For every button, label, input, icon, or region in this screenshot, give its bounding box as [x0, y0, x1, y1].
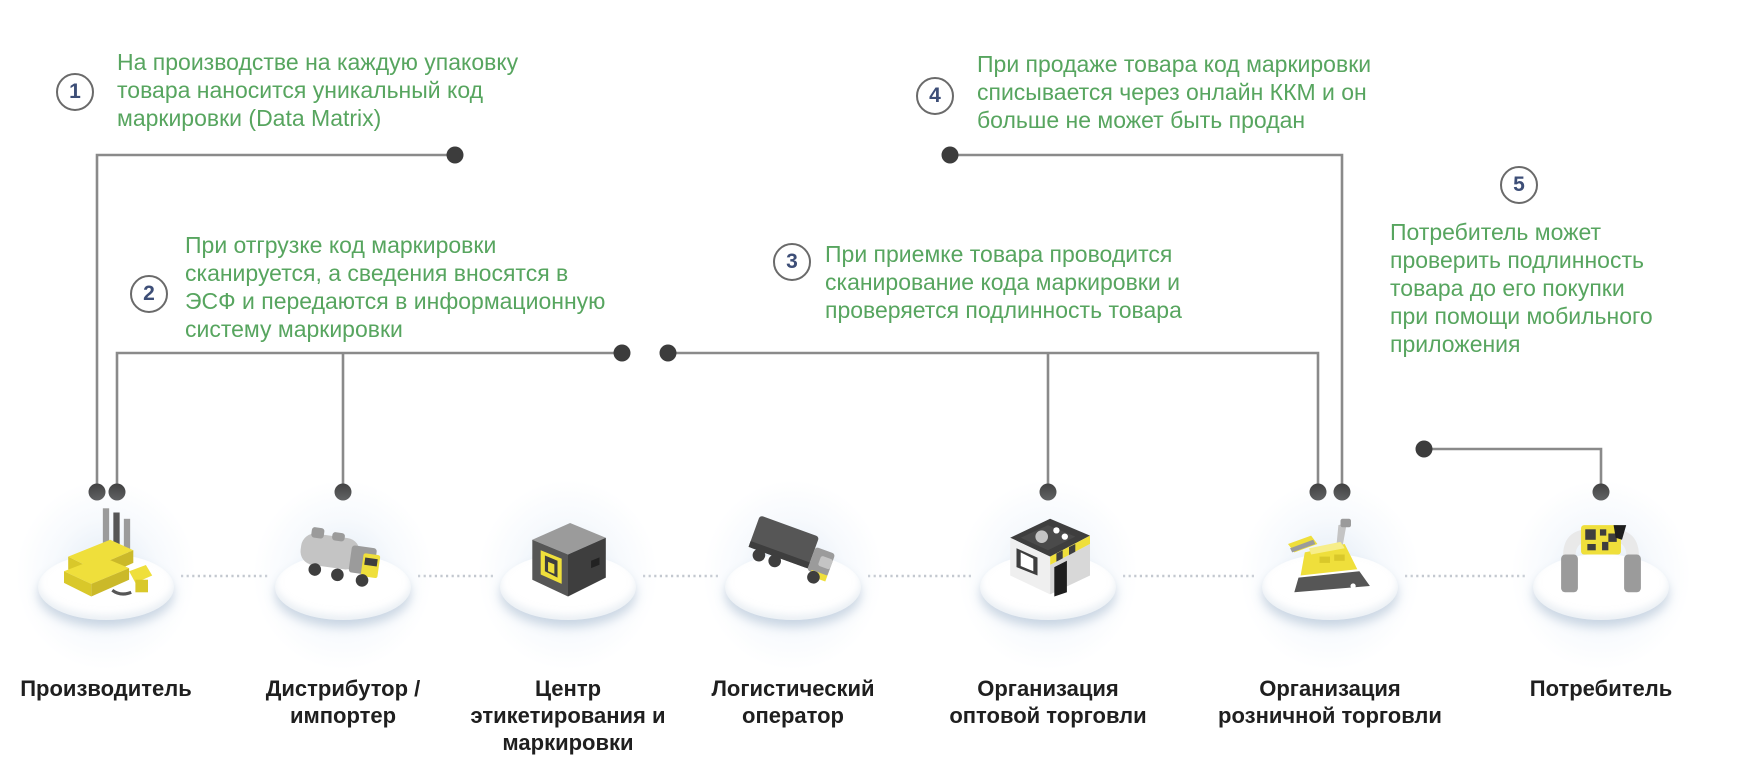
scanner-icon	[1561, 525, 1641, 593]
entity-label: Логистический оператор	[711, 676, 875, 728]
labeled-box-icon	[532, 523, 606, 597]
entity-label: Организация оптовой торговли	[949, 676, 1147, 728]
step-2-line: систему маркировки	[185, 316, 403, 342]
entity-logistics-operator: Логистический оператор	[683, 470, 903, 730]
step-4-connector	[950, 153, 1344, 492]
step-3-connector	[668, 351, 1320, 492]
entity-label: Дистрибутор / импортер	[265, 676, 421, 728]
step-2-number: 2	[143, 282, 155, 305]
step-5-badge: 5	[1500, 166, 1538, 204]
icon-platform	[1533, 554, 1669, 620]
step-3-line: проверяется подлинность товара	[825, 297, 1182, 323]
step-4-number: 4	[929, 84, 941, 107]
step-2-annotation: При отгрузке код маркировки сканируется,…	[185, 231, 605, 343]
entity-wholesale: Организация оптовой торговли	[938, 470, 1158, 730]
step-5-line: товара до его покупки	[1390, 275, 1625, 301]
step-1-badge: 1	[56, 73, 94, 111]
step-3-number: 3	[786, 250, 798, 273]
step-4-line: больше не может быть продан	[977, 107, 1306, 133]
distributor-truck-icon	[300, 527, 381, 587]
icon-platform	[725, 554, 861, 620]
step-5-line: проверить подлинность	[1390, 247, 1644, 273]
step-5-line: Потребитель может	[1390, 219, 1602, 245]
step-3-line: При приемке товара проводится	[825, 241, 1173, 267]
step-1-annotation: На производстве на каждую упаковку товар…	[117, 48, 518, 132]
entity-manufacturer: Производитель	[0, 470, 216, 730]
step-4-line: При продаже товара код маркировки	[977, 51, 1372, 77]
step-4-annotation: При продаже товара код маркировки списыв…	[977, 50, 1371, 134]
step-5-connector	[1424, 447, 1603, 492]
step-1-line: товара наносится уникальный код	[117, 77, 484, 103]
step-1-line: маркировки (Data Matrix)	[117, 105, 382, 131]
step-5-line: при помощи мобильного	[1390, 303, 1653, 329]
step-5-annotation: Потребитель может проверить подлинность …	[1390, 218, 1653, 358]
step-2-line: При отгрузке код маркировки	[185, 232, 497, 258]
step-2-line: ЭСФ и передаются в информационную	[185, 288, 606, 314]
connector-dot	[1415, 440, 1433, 458]
step-4-badge: 4	[916, 77, 954, 115]
factory-icon	[64, 508, 153, 597]
step-3-annotation: При приемке товара проводится сканирован…	[825, 240, 1182, 324]
step-1-line: На производстве на каждую упаковку	[117, 49, 519, 75]
step-3-line: сканирование кода маркировки и	[825, 269, 1180, 295]
entity-labeling-center: Центр этикетирования и маркировки	[458, 470, 678, 755]
step-5-line: приложения	[1390, 331, 1521, 357]
entity-label: Потребитель	[1529, 676, 1673, 701]
step-2-badge: 2	[130, 275, 168, 313]
store-icon	[1010, 518, 1090, 597]
cash-register-icon	[1288, 518, 1370, 593]
entity-label: Производитель	[20, 676, 192, 701]
connector-dot	[659, 344, 677, 362]
step-1-number: 1	[69, 80, 81, 103]
step-4-line: списывается через онлайн ККМ и он	[977, 79, 1367, 105]
step-3-badge: 3	[773, 243, 811, 281]
step-5-number: 5	[1513, 173, 1525, 196]
step-2-line: сканируется, а сведения вносятся в	[185, 260, 569, 286]
entity-consumer: Потребитель	[1491, 470, 1711, 730]
step-2-connector	[115, 351, 622, 492]
connector-dot	[613, 344, 631, 362]
connector-dot	[446, 146, 464, 164]
step-1-connector	[95, 153, 455, 492]
entity-label: Центр этикетирования и маркировки	[470, 676, 666, 755]
semi-truck-icon	[748, 516, 835, 584]
entity-retail: Организация розничной торговли	[1218, 470, 1442, 730]
entity-label: Организация розничной торговли	[1218, 676, 1442, 728]
connector-dot	[941, 146, 959, 164]
entity-distributor: Дистрибутор / импортер	[233, 470, 453, 730]
